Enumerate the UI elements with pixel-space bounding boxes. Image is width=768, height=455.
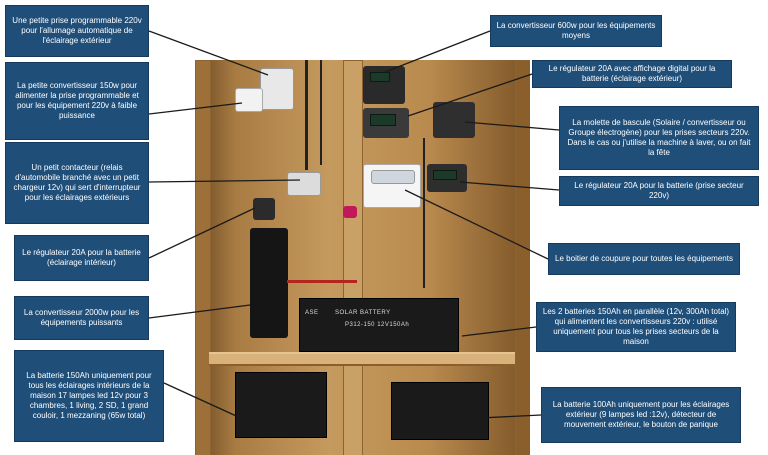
callout-convertisseur-2000w: La convertisseur 2000w pour les équipeme…: [14, 296, 149, 340]
leader-line: [148, 30, 269, 76]
leader-line: [384, 30, 491, 73]
red-tag: [343, 206, 357, 218]
wooden-post-right: [515, 60, 530, 455]
leader-line: [439, 414, 542, 421]
programmable-socket: [260, 68, 294, 110]
callout-batterie-100ah: La batterie 100Ah uniquement pour les éc…: [541, 387, 741, 443]
leader-line: [461, 326, 537, 337]
contactor-box: [287, 172, 321, 196]
wooden-post-left: [195, 60, 211, 455]
callout-batteries-paralleles: Les 2 batteries 150Ah en parallèle (12v,…: [536, 302, 736, 352]
wire: [320, 60, 322, 165]
leader-line: [148, 102, 243, 115]
callout-petit-contacteur: Un petit contacteur (relais d'automobile…: [5, 142, 149, 224]
wire: [305, 60, 308, 170]
leader-line: [163, 382, 246, 421]
changeover-switch: [433, 102, 475, 138]
callout-regulateur-interieur: Le régulateur 20A pour la batterie (écla…: [14, 235, 149, 281]
digital-regulator-display: [370, 114, 396, 126]
leader-line: [464, 121, 560, 131]
wire: [423, 138, 425, 288]
leader-line: [148, 304, 251, 319]
breaker-row: [371, 170, 415, 184]
cabinet-photo: ASE SOLAR BATTERY P312-150 12V150Ah: [195, 60, 530, 455]
leader-line: [148, 179, 301, 183]
inverter-600w-display: [370, 72, 390, 82]
leader-line: [459, 181, 560, 191]
callout-prise-programmable: Une petite prise programmable 220v pour …: [5, 5, 149, 57]
callout-regulateur-secteur: Le régulateur 20A pour la batterie (pris…: [559, 176, 759, 206]
leader-line: [404, 189, 549, 260]
interior-regulator: [253, 198, 275, 220]
red-wire: [287, 280, 357, 283]
battery-model-label: P312-150 12V150Ah: [345, 322, 410, 328]
battery-type-label: SOLAR BATTERY: [335, 310, 391, 316]
callout-regulateur-digital: Le régulateur 20A avec affichage digital…: [532, 60, 732, 88]
small-inverter: [235, 88, 263, 112]
inverter-2000w: [250, 228, 288, 338]
battery-150ah: [235, 372, 327, 438]
leader-line: [148, 207, 256, 259]
callout-molette-bascule: La molette de bascule (Solaire / convert…: [559, 106, 759, 170]
callout-boitier-coupure: Le boitier de coupure pour toutes les éq…: [548, 243, 740, 275]
secteur-regulator-display: [433, 170, 457, 180]
callout-convertisseur-600w: La convertisseur 600w pour les équipemen…: [490, 15, 662, 47]
battery-brand-label: ASE: [305, 310, 319, 316]
leader-line: [407, 73, 533, 117]
wooden-shelf: [209, 352, 515, 366]
battery-pair: [299, 298, 459, 352]
battery-100ah: [391, 382, 489, 440]
callout-batterie-150ah: La batterie 150Ah uniquement pour tous l…: [14, 350, 164, 442]
callout-petite-convertisseur: La petite convertisseur 150w pour alimen…: [5, 62, 149, 140]
